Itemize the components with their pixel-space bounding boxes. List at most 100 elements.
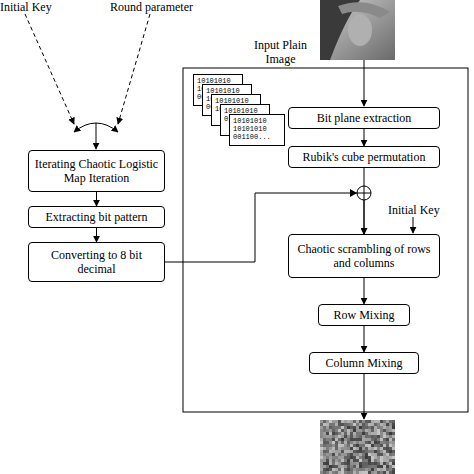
noise-pixel bbox=[344, 453, 347, 456]
noise-pixel bbox=[392, 450, 395, 453]
noise-pixel bbox=[371, 426, 374, 429]
noise-pixel bbox=[374, 423, 377, 426]
noise-pixel bbox=[368, 456, 371, 459]
noise-pixel bbox=[332, 429, 335, 432]
noise-pixel bbox=[329, 471, 332, 474]
noise-pixel bbox=[335, 420, 338, 423]
node-text: 10101010 10101010 001100... bbox=[233, 117, 281, 141]
noise-pixel bbox=[374, 429, 377, 432]
noise-pixel bbox=[320, 456, 323, 459]
noise-pixel bbox=[389, 450, 392, 453]
noise-pixel bbox=[356, 444, 359, 447]
noise-pixel bbox=[353, 420, 356, 423]
noise-pixel bbox=[368, 462, 371, 465]
noise-pixel bbox=[365, 465, 368, 468]
noise-pixel bbox=[335, 441, 338, 444]
noise-pixel bbox=[374, 456, 377, 459]
noise-pixel bbox=[377, 423, 380, 426]
noise-pixel bbox=[374, 459, 377, 462]
noise-pixel bbox=[371, 465, 374, 468]
noise-pixel bbox=[353, 423, 356, 426]
noise-pixel bbox=[392, 423, 395, 426]
output-image bbox=[320, 420, 395, 474]
noise-pixel bbox=[347, 447, 350, 450]
process-box: Iterating Chaotic Logistic Map Iteration bbox=[28, 150, 165, 192]
noise-pixel bbox=[341, 447, 344, 450]
noise-pixel bbox=[380, 456, 383, 459]
noise-pixel bbox=[344, 441, 347, 444]
noise-pixel bbox=[365, 456, 368, 459]
noise-pixel bbox=[377, 447, 380, 450]
noise-pixel bbox=[371, 453, 374, 456]
noise-pixel bbox=[344, 471, 347, 474]
noise-pixel bbox=[323, 468, 326, 471]
noise-pixel bbox=[329, 453, 332, 456]
noise-pixel bbox=[353, 450, 356, 453]
noise-pixel bbox=[383, 456, 386, 459]
noise-pixel bbox=[362, 465, 365, 468]
noise-pixel bbox=[341, 450, 344, 453]
noise-pixel bbox=[350, 432, 353, 435]
noise-pixel bbox=[335, 453, 338, 456]
noise-pixel bbox=[389, 462, 392, 465]
noise-pixel bbox=[386, 420, 389, 423]
input-label: Initial Key bbox=[0, 0, 70, 14]
noise-pixel bbox=[332, 426, 335, 429]
noise-pixel bbox=[338, 450, 341, 453]
noise-pixel bbox=[365, 462, 368, 465]
noise-pixel bbox=[326, 438, 329, 441]
noise-pixel bbox=[323, 438, 326, 441]
noise-pixel bbox=[356, 438, 359, 441]
noise-pixel bbox=[335, 432, 338, 435]
noise-pixel bbox=[335, 456, 338, 459]
noise-pixel bbox=[365, 441, 368, 444]
noise-pixel bbox=[326, 423, 329, 426]
noise-pixel bbox=[371, 429, 374, 432]
noise-pixel bbox=[332, 465, 335, 468]
noise-pixel bbox=[386, 453, 389, 456]
noise-pixel bbox=[323, 420, 326, 423]
noise-pixel bbox=[389, 456, 392, 459]
noise-pixel bbox=[320, 465, 323, 468]
noise-pixel bbox=[380, 462, 383, 465]
noise-pixel bbox=[353, 444, 356, 447]
noise-pixel bbox=[350, 465, 353, 468]
noise-pixel bbox=[368, 444, 371, 447]
noise-pixel bbox=[338, 423, 341, 426]
noise-pixel bbox=[362, 420, 365, 423]
noise-pixel bbox=[374, 450, 377, 453]
dashed-arrow bbox=[118, 14, 150, 124]
noise-pixel bbox=[350, 462, 353, 465]
noise-pixel bbox=[377, 471, 380, 474]
noise-pixel bbox=[323, 459, 326, 462]
node-text: Iterating Chaotic Logistic Map Iteration bbox=[33, 157, 160, 185]
noise-pixel bbox=[380, 459, 383, 462]
noise-pixel bbox=[353, 456, 356, 459]
noise-pixel bbox=[365, 444, 368, 447]
noise-pixel bbox=[386, 465, 389, 468]
noise-pixel bbox=[389, 471, 392, 474]
noise-pixel bbox=[332, 468, 335, 471]
noise-pixel bbox=[344, 462, 347, 465]
noise-pixel bbox=[347, 471, 350, 474]
noise-pixel bbox=[389, 465, 392, 468]
process-box: Converting to 8 bit decimal bbox=[28, 242, 165, 282]
noise-pixel bbox=[326, 447, 329, 450]
noise-pixel bbox=[389, 423, 392, 426]
noise-pixel bbox=[389, 447, 392, 450]
noise-pixel bbox=[380, 471, 383, 474]
noise-pixel bbox=[344, 465, 347, 468]
noise-pixel bbox=[383, 459, 386, 462]
process-box: Rubik's cube permutation bbox=[288, 146, 440, 168]
noise-pixel bbox=[341, 465, 344, 468]
noise-pixel bbox=[332, 444, 335, 447]
noise-pixel bbox=[353, 435, 356, 438]
noise-pixel bbox=[359, 441, 362, 444]
flow-arrow bbox=[364, 374, 365, 419]
noise-pixel bbox=[362, 459, 365, 462]
noise-pixel bbox=[368, 423, 371, 426]
noise-pixel bbox=[377, 462, 380, 465]
noise-pixel bbox=[374, 468, 377, 471]
noise-pixel bbox=[356, 432, 359, 435]
noise-pixel bbox=[335, 465, 338, 468]
